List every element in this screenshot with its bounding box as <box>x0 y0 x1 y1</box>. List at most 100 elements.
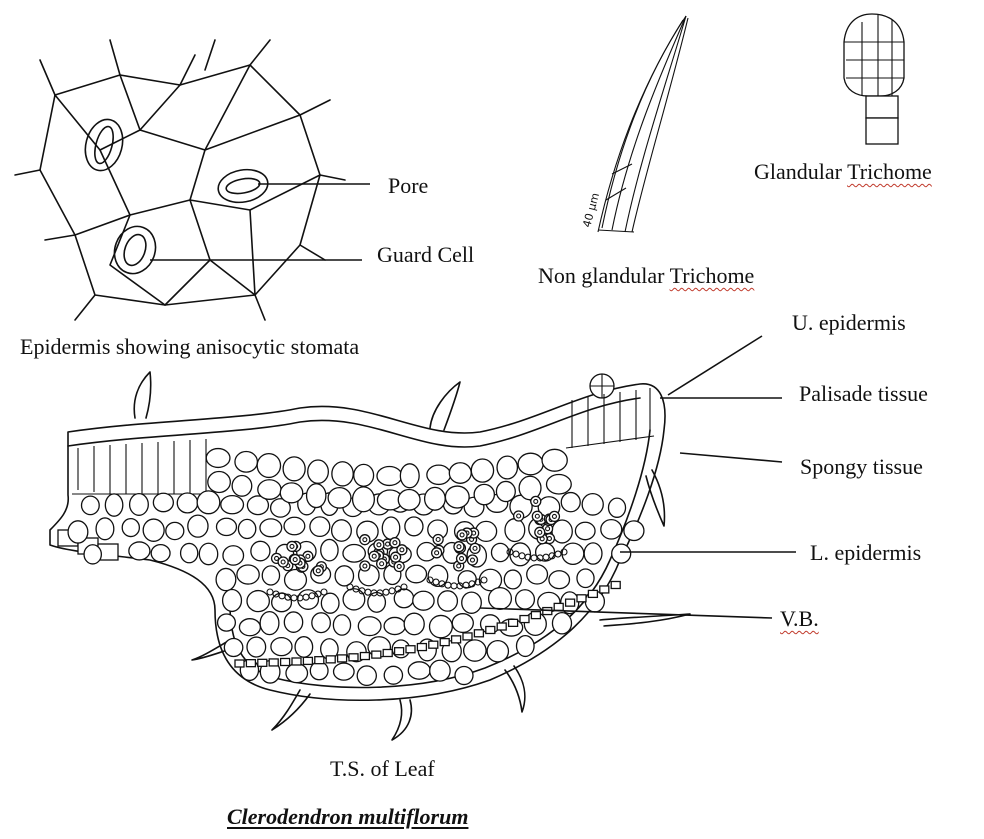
glandular-caption: Glandular Trichome <box>754 161 932 183</box>
parenchyma-cell <box>208 472 231 493</box>
parenchyma-cell <box>262 566 279 585</box>
parenchyma-cell <box>129 542 150 560</box>
parenchyma-cell <box>382 517 399 539</box>
parenchyma-cell <box>445 486 469 508</box>
parenchyma-cell <box>284 612 302 632</box>
epidermal-cell <box>269 659 278 666</box>
epidermal-cell <box>566 599 575 606</box>
parenchyma-cell <box>247 637 266 657</box>
epidermal-cell <box>600 586 609 593</box>
parenchyma-cell <box>601 520 622 539</box>
parenchyma-cell <box>471 459 493 482</box>
parenchyma-cell <box>68 521 88 543</box>
parenchyma-cell <box>582 494 603 515</box>
parenchyma-cell <box>251 541 270 561</box>
leaf-trichome <box>134 372 151 418</box>
parenchyma-cell <box>455 666 473 684</box>
parenchyma-cell <box>368 593 386 613</box>
parenchyma-cell <box>223 590 242 612</box>
parenchyma-cell <box>307 484 326 508</box>
parenchyma-cell <box>406 565 427 583</box>
parenchyma-cell <box>549 571 570 589</box>
epidermal-cell <box>452 636 461 643</box>
parenchyma-cell <box>517 636 535 657</box>
epidermal-cell <box>326 656 335 663</box>
palisade-left <box>72 439 212 494</box>
parenchyma-cell <box>257 454 280 478</box>
epidermal-cell <box>395 648 404 655</box>
parenchyma-cell <box>232 476 252 497</box>
epidermal-cell <box>246 660 255 667</box>
parenchyma-cell <box>608 498 625 517</box>
parenchyma-cell <box>358 617 381 636</box>
parenchyma-cell <box>84 545 101 564</box>
parenchyma-cell <box>343 545 365 563</box>
parenchyma-cell <box>413 591 434 610</box>
ts-caption: T.S. of Leaf <box>330 758 435 780</box>
parenchyma-cell <box>449 463 471 484</box>
epidermal-cell <box>588 590 597 597</box>
parenchyma-cell <box>384 617 405 634</box>
parenchyma-cell <box>491 543 509 561</box>
epidermal-cell <box>554 603 563 610</box>
epidermal-cell <box>486 626 495 633</box>
parenchyma-cell <box>335 566 353 586</box>
u-epidermis-label: U. epidermis <box>792 312 906 334</box>
parenchyma-cell <box>321 539 338 560</box>
parenchyma-cell <box>235 452 257 473</box>
parenchyma-cell <box>181 543 198 562</box>
parenchyma-cell <box>334 663 355 680</box>
parenchyma-cell <box>239 619 260 636</box>
parenchyma-cell <box>487 641 508 662</box>
parenchyma-cell <box>458 571 476 588</box>
parenchyma-cell <box>333 615 350 635</box>
parenchyma-cell <box>122 519 139 537</box>
epidermal-cell <box>303 657 312 664</box>
glandular-trichome-drawing <box>844 14 904 144</box>
palisade-label: Palisade tissue <box>799 383 928 405</box>
parenchyma-cell <box>258 480 281 500</box>
epidermal-cell <box>463 633 472 640</box>
leaf-cross-section-drawing <box>50 336 796 740</box>
parenchyma-cell <box>384 666 402 684</box>
scale-label: 40 µm <box>580 191 602 228</box>
parenchyma-cell <box>328 488 351 508</box>
species-name: Clerodendron multiflorum <box>227 806 468 828</box>
parenchyma-cell <box>238 519 255 538</box>
parenchyma-cell <box>489 588 512 610</box>
parenchyma-cell <box>357 666 376 685</box>
parenchyma-cell <box>354 464 374 486</box>
parenchyma-cell <box>577 569 594 587</box>
parenchyma-cell <box>284 517 305 535</box>
u-epidermis-pointer <box>668 336 762 395</box>
ground-tissue-cells <box>68 449 644 686</box>
parenchyma-cell <box>332 462 353 486</box>
epidermal-cell <box>349 654 358 661</box>
parenchyma-cell <box>216 518 236 535</box>
epidermal-cell <box>372 651 381 658</box>
parenchyma-cell <box>464 640 486 661</box>
parenchyma-cell <box>218 614 236 631</box>
leaf-trichome <box>505 666 525 712</box>
parenchyma-cell <box>82 496 100 514</box>
epidermal-cell <box>429 641 438 648</box>
epidermal-cell <box>406 646 415 653</box>
parenchyma-cell <box>177 493 197 513</box>
parenchyma-cell <box>206 449 230 468</box>
parenchyma-cell <box>353 487 375 512</box>
parenchyma-cell <box>332 520 352 541</box>
parenchyma-cell <box>247 591 269 612</box>
parenchyma-cell <box>271 638 292 656</box>
epidermal-cell <box>440 639 449 646</box>
epidermal-cell <box>235 660 244 667</box>
parenchyma-cell <box>527 565 548 584</box>
non-glandular-prefix: Non glandular <box>538 263 670 288</box>
parenchyma-cell <box>496 481 515 501</box>
non-glandular-word: Trichome <box>670 263 755 288</box>
parenchyma-cell <box>130 494 149 516</box>
epidermal-cell <box>281 658 290 665</box>
vascular-bundle <box>347 535 407 596</box>
epidermis-caption: Epidermis showing anisocytic stomata <box>20 336 359 358</box>
parenchyma-cell <box>197 491 220 514</box>
